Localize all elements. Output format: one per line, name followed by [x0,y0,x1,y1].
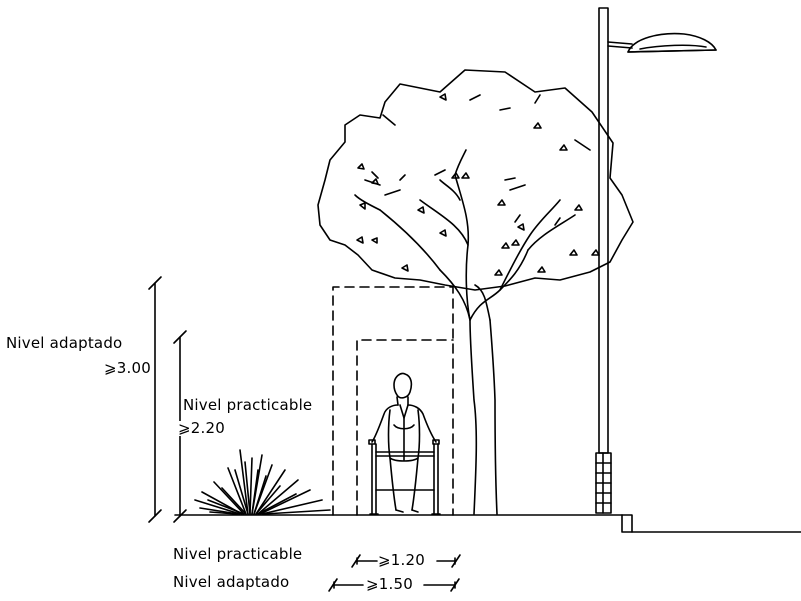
bottom-adapted-width: ⩾1.50 [366,575,413,593]
bottom-practicable-title: Nivel practicable [173,545,303,563]
adapted-level-title: Nivel adaptado [6,334,123,352]
dimension-width-adapted [328,578,460,592]
dimension-height-adapted [148,276,162,523]
plant-icon [194,449,331,515]
adapted-clearance-frame [332,286,454,516]
ground-line [174,514,801,533]
practicable-height-value: ⩾2.20 [178,419,225,437]
tree-icon [317,69,634,515]
street-lamp-icon [595,7,717,514]
person-with-walker-icon [368,372,441,515]
bottom-adapted-title: Nivel adaptado [173,573,290,591]
practicable-level-title: Nivel practicable [183,396,313,414]
bottom-practicable-width: ⩾1.20 [378,551,425,569]
adapted-height-value: ⩾3.00 [104,359,151,377]
dimension-width-practicable [351,554,461,568]
